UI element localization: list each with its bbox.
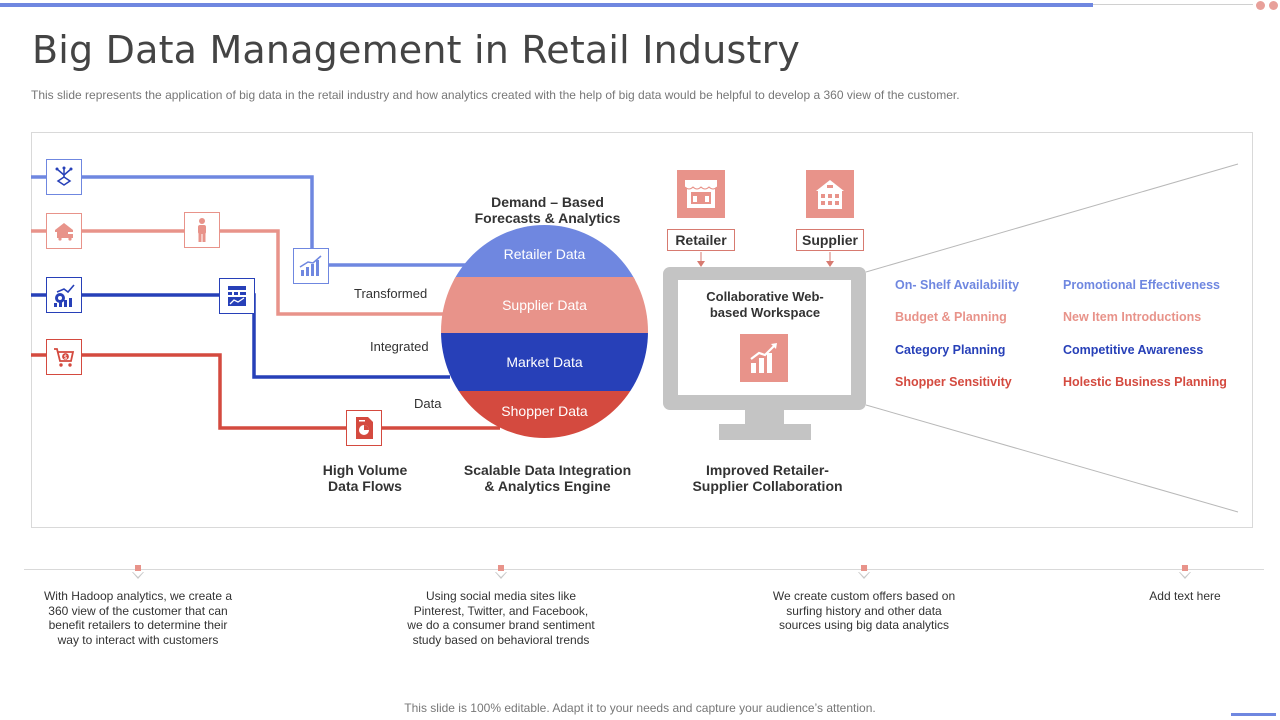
svg-text:$: $ bbox=[64, 354, 68, 361]
flow-line-navy bbox=[31, 293, 450, 379]
diagram-frame bbox=[31, 132, 1253, 528]
retailer-tag: Retailer bbox=[667, 229, 735, 251]
data-engine-circle: Retailer Data Supplier Data Market Data … bbox=[441, 225, 648, 438]
timeline-pointer-inner bbox=[133, 572, 143, 577]
segment-shopper-data: Shopper Data bbox=[441, 391, 648, 438]
calculator-icon bbox=[219, 278, 255, 314]
attr-on-shelf-availability: On- Shelf Availability bbox=[895, 278, 1020, 292]
engine-caption: Scalable Data Integration & Analytics En… bbox=[463, 462, 632, 494]
supplier-arrow-head bbox=[826, 261, 834, 267]
flow-line-pink bbox=[31, 229, 445, 316]
flow-line-blue bbox=[31, 175, 470, 267]
segment-retailer-data: Retailer Data bbox=[441, 225, 648, 280]
segment-market-data: Market Data bbox=[441, 333, 648, 391]
attr-category-planning: Category Planning bbox=[895, 343, 1006, 357]
building-icon bbox=[806, 170, 854, 218]
workspace-title: Collaborative Web- based Workspace bbox=[706, 289, 824, 320]
workspace-caption: Improved Retailer- Supplier Collaboratio… bbox=[692, 462, 843, 494]
timeline-note-4: Add text here bbox=[1149, 589, 1221, 603]
timeline-note-3: We create custom offers based on surfing… bbox=[772, 589, 956, 632]
bar-chart-icon bbox=[293, 248, 329, 284]
decor-dot bbox=[1256, 1, 1265, 10]
attr-competitive-awareness: Competitive Awareness bbox=[1063, 343, 1204, 357]
attr-promotional-effectiveness: Promotional Effectiveness bbox=[1063, 278, 1220, 292]
timeline-pointer-inner bbox=[859, 572, 869, 577]
engine-heading: Demand – Based Forecasts & Analytics bbox=[474, 194, 621, 226]
report-icon bbox=[346, 410, 382, 446]
gear-growth-icon bbox=[46, 277, 82, 313]
person-icon bbox=[184, 212, 220, 248]
slide-footer: This slide is 100% editable. Adapt it to… bbox=[404, 701, 876, 715]
timeline-marker bbox=[498, 565, 504, 571]
label-data: Data bbox=[414, 396, 442, 411]
flow-line-red bbox=[31, 353, 500, 430]
segment-supplier-data: Supplier Data bbox=[441, 277, 648, 333]
slide-title: Big Data Management in Retail Industry bbox=[32, 28, 801, 72]
attr-shopper-sensitivity: Shopper Sensitivity bbox=[895, 375, 1012, 389]
warehouse-truck-icon bbox=[46, 213, 82, 249]
supplier-tag: Supplier bbox=[796, 229, 864, 251]
monitor-neck bbox=[745, 409, 784, 425]
label-transformed: Transformed bbox=[354, 286, 428, 301]
network-icon bbox=[46, 159, 82, 195]
retailer-arrow-head bbox=[697, 261, 705, 267]
timeline-pointer-inner bbox=[1180, 572, 1190, 577]
growth-chart-icon bbox=[740, 334, 788, 382]
attr-budget-planning: Budget & Planning bbox=[895, 310, 1007, 324]
timeline-marker bbox=[1182, 565, 1188, 571]
timeline-line bbox=[24, 569, 1264, 570]
top-accent-bar bbox=[0, 3, 1093, 7]
shopping-cart-icon: $ bbox=[46, 339, 82, 375]
bottom-accent-bar bbox=[1231, 713, 1276, 716]
attr-new-item-introductions: New Item Introductions bbox=[1063, 310, 1202, 324]
timeline-note-1: With Hadoop analytics, we create a 360 v… bbox=[43, 589, 233, 647]
slide-subtitle: This slide represents the application of… bbox=[31, 88, 960, 102]
timeline-marker bbox=[861, 565, 867, 571]
decor-dot bbox=[1269, 1, 1278, 10]
timeline-pointer-inner bbox=[496, 572, 506, 577]
timeline-note-2: Using social media sites like Pinterest,… bbox=[407, 589, 595, 647]
top-divider bbox=[1093, 4, 1253, 5]
high-volume-caption: High Volume Data Flows bbox=[322, 462, 408, 494]
attr-holistic-business-planning: Holestic Business Planning bbox=[1063, 375, 1227, 389]
monitor-base bbox=[719, 424, 811, 440]
funnel-line-bottom bbox=[865, 404, 1239, 513]
timeline-marker bbox=[135, 565, 141, 571]
funnel-line-top bbox=[865, 163, 1239, 273]
label-integrated: Integrated bbox=[370, 339, 429, 354]
store-icon bbox=[677, 170, 725, 218]
